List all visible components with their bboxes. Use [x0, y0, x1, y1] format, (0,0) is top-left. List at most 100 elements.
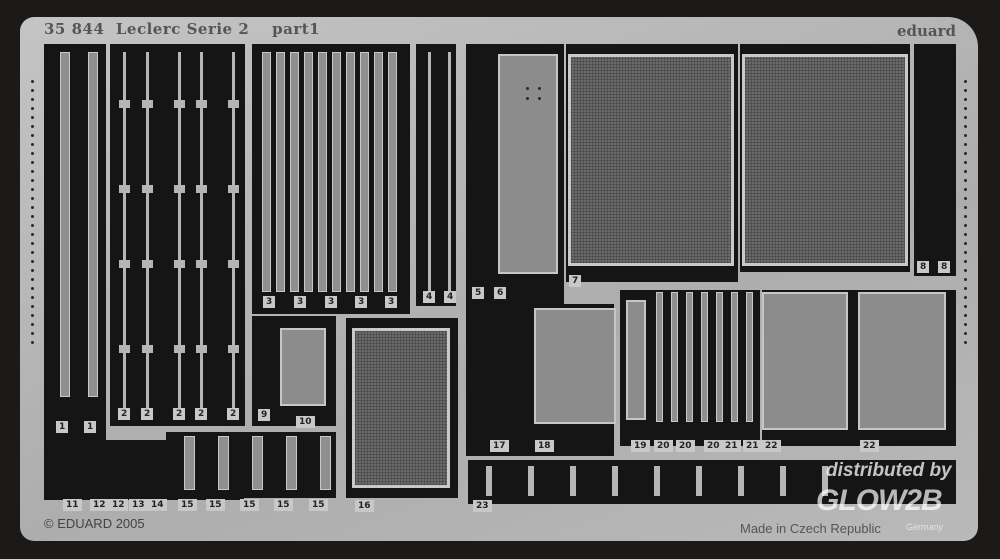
cutout [468, 460, 956, 504]
tab [174, 100, 185, 108]
watermark-distributed: distributed by [826, 460, 952, 481]
strip-part [184, 436, 195, 490]
part-number-label: 7 [569, 275, 582, 287]
edge-dot [964, 206, 967, 209]
strip-part [262, 52, 271, 292]
part-number-label: 3 [355, 296, 368, 308]
strip-part [286, 436, 297, 490]
part-number-label: 17 [490, 440, 509, 452]
clip-part [528, 466, 534, 496]
tab [228, 260, 239, 268]
edge-dot [31, 278, 34, 281]
edge-dot [964, 98, 967, 101]
edge-dot [964, 188, 967, 191]
cutout [914, 44, 956, 276]
strip-part [332, 52, 341, 292]
edge-dot [31, 98, 34, 101]
edge-dot [964, 278, 967, 281]
tab [142, 345, 153, 353]
edge-dot [964, 260, 967, 263]
edge-dot [964, 296, 967, 299]
edge-dot [31, 332, 34, 335]
edge-dot [31, 116, 34, 119]
strip-part [218, 436, 229, 490]
part-number-label: 22 [860, 440, 879, 452]
clip-part [654, 466, 660, 496]
strip-part [731, 292, 738, 422]
part-number-label: 20 [676, 440, 695, 452]
part-number-label: 4 [444, 291, 457, 303]
edge-dot [964, 287, 967, 290]
edge-dot [964, 89, 967, 92]
part-number-label: 18 [535, 440, 554, 452]
edge-dot [31, 134, 34, 137]
fret-title: 35 844 Leclerc Serie 2 part1 [44, 20, 321, 38]
hole-dot [538, 97, 541, 100]
brand-name: eduard [896, 22, 956, 40]
edge-dot [31, 179, 34, 182]
strip-part [60, 52, 70, 397]
edge-dot [964, 215, 967, 218]
edge-dot [964, 134, 967, 137]
bracket-part [280, 328, 326, 406]
part-number-label: 5 [472, 287, 485, 299]
edge-dot [31, 161, 34, 164]
edge-dot [964, 152, 967, 155]
edge-dot [964, 197, 967, 200]
edge-dot [964, 170, 967, 173]
strip-part [360, 52, 369, 292]
part-number-label: 13 [129, 499, 148, 511]
edge-dot [31, 125, 34, 128]
plate-part [498, 54, 558, 274]
part-number-label: 3 [325, 296, 338, 308]
part-number-label: 1 [84, 421, 97, 433]
edge-dot [964, 341, 967, 344]
part-number-label: 11 [63, 499, 82, 511]
part-number-label: 21 [722, 440, 741, 452]
strip-part [388, 52, 397, 292]
part-number-label: 16 [355, 500, 374, 512]
edge-dot [964, 80, 967, 83]
tab [228, 345, 239, 353]
edge-dot [964, 251, 967, 254]
tab [228, 100, 239, 108]
tab [174, 260, 185, 268]
strip-part [374, 52, 383, 292]
edge-dot [964, 161, 967, 164]
part-number-label: 22 [762, 440, 781, 452]
tab [174, 185, 185, 193]
part-number-label: 2 [195, 408, 208, 420]
hole-dot [538, 87, 541, 90]
part-number-label: 2 [118, 408, 131, 420]
hole-dot [526, 87, 529, 90]
tab [196, 260, 207, 268]
strip-part [318, 52, 327, 292]
clip-part [696, 466, 702, 496]
edge-dot [31, 260, 34, 263]
mesh-grille [352, 328, 450, 488]
part-number-label: 2 [173, 408, 186, 420]
frame-bar [448, 52, 451, 292]
strip-part [346, 52, 355, 292]
edge-dot [964, 314, 967, 317]
edge-dot [31, 251, 34, 254]
part-number-label: 2 [141, 408, 154, 420]
watermark-logo: GLOW2B [816, 484, 943, 517]
part-number-label: 12 [109, 499, 128, 511]
tab [228, 185, 239, 193]
strip-part [320, 436, 331, 490]
edge-dot [964, 332, 967, 335]
part-number-label: 15 [309, 499, 328, 511]
edge-dot [964, 305, 967, 308]
edge-dot [31, 215, 34, 218]
edge-dot [31, 152, 34, 155]
strip-part [626, 300, 646, 420]
mesh-grille [568, 54, 734, 266]
part-number-label: 23 [473, 500, 492, 512]
edge-dot [31, 341, 34, 344]
part-number-label: 15 [206, 499, 225, 511]
clip-part [612, 466, 618, 496]
edge-dot [31, 89, 34, 92]
edge-dot [964, 107, 967, 110]
edge-dot [31, 296, 34, 299]
